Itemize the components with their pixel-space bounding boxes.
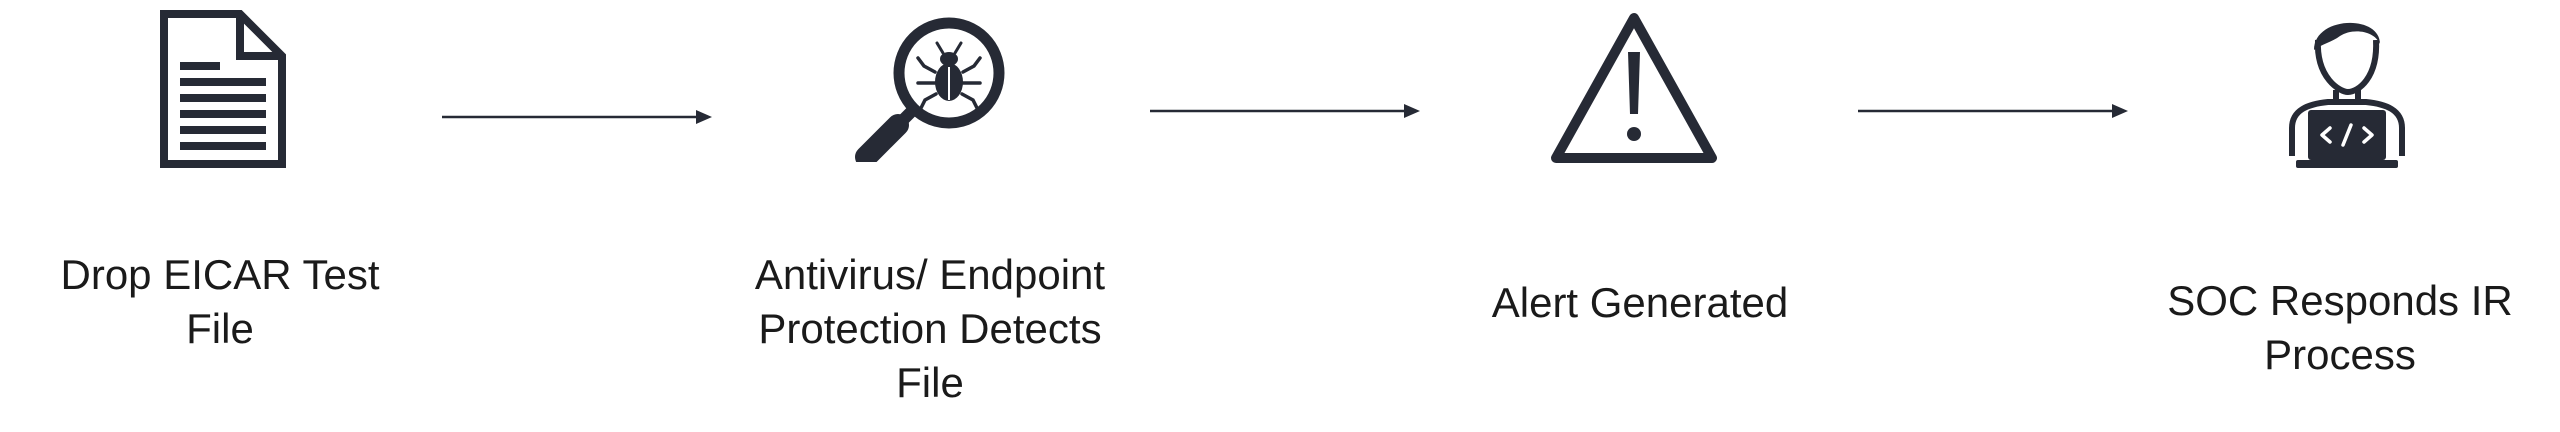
step-label-drop-file: Drop EICAR Test File	[60, 251, 380, 352]
step-label-soc-response: SOC Responds IR Process	[2167, 277, 2513, 378]
flow-arrow-2	[1150, 102, 1420, 120]
step-label-detection: Antivirus/ Endpoint Protection Detects F…	[754, 251, 1106, 406]
document-icon	[160, 10, 286, 168]
step-label-alert: Alert Generated	[1491, 279, 1789, 326]
flow-arrow-1	[442, 108, 712, 126]
analyst-laptop-icon	[2282, 6, 2412, 174]
flow-arrow-3	[1858, 102, 2128, 120]
warning-triangle-icon	[1548, 10, 1720, 166]
magnifier-bug-icon	[852, 10, 1012, 162]
